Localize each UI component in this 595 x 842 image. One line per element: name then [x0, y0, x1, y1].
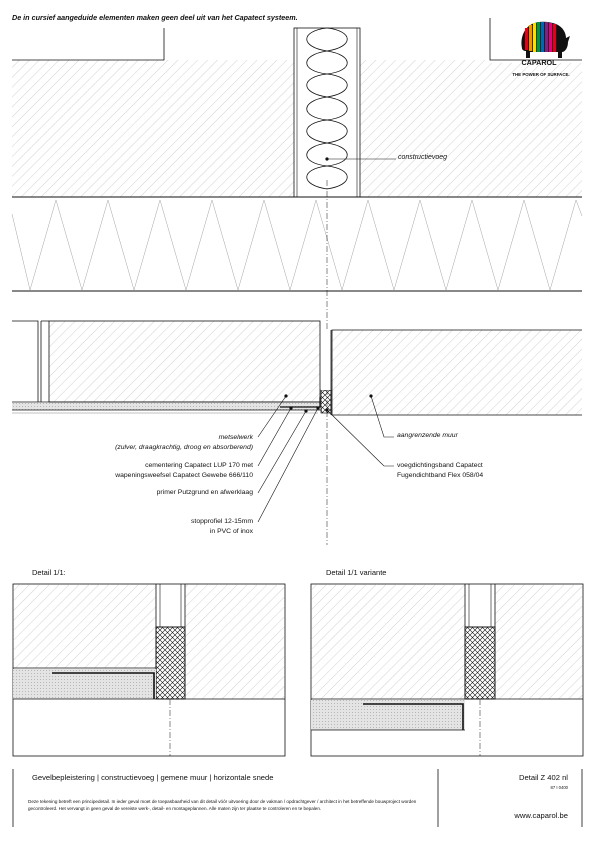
leader-lines: [257, 157, 396, 523]
footer-disclaimer: Deze tekening betreft een principedetail…: [28, 799, 417, 812]
upper-wall-section: [11, 18, 583, 292]
label-metselwerk-sub: (zulver, draagkrachtig, droog en absorbe…: [115, 444, 253, 451]
label-voegband: voegdichtingsband Capatect: [397, 462, 483, 469]
brand-name: CAPAROL: [521, 58, 557, 67]
footer-detail-id: Detail Z 402 nl: [519, 773, 568, 782]
detail-a: [12, 583, 286, 757]
label-constructievoeg: constructievoeg: [398, 154, 448, 161]
label-stopprofiel: stopprofiel 12-15mm: [191, 518, 253, 525]
label-cementering: cementering Capatect LUP 170 met: [145, 462, 253, 469]
zigzag-fill: [11, 199, 583, 291]
detail-a-title: Detail 1/1:: [32, 568, 66, 577]
top-note: De in cursief aangeduide elementen maken…: [12, 13, 298, 22]
footer-title: Gevelbepleistering | constructievoeg | g…: [32, 773, 274, 782]
footer-code: 87 I 0400: [550, 785, 568, 790]
label-voegband-product: Fugendichtband Flex 058/04: [397, 472, 484, 479]
insulation-waves: [306, 27, 348, 190]
label-metselwerk: metselwerk: [218, 434, 253, 441]
brand-tagline: THE POWER OF SURFACE.: [512, 72, 570, 77]
footer-frame: [12, 769, 583, 827]
detail-b: [310, 583, 584, 757]
label-aangrenzende-muur: aangrenzende muur: [397, 432, 458, 439]
main-section: [12, 320, 582, 416]
label-primer: primer Putzgrund en afwerklaag: [156, 489, 253, 496]
color-stripes: [525, 22, 557, 52]
footer-url-link[interactable]: www.caparol.be: [514, 811, 568, 820]
caparol-logo: [508, 18, 572, 80]
label-stopprofiel-material: in PVC of inox: [209, 528, 253, 535]
label-wapening: wapeningsweefsel Capatect Gewebe 666/110: [115, 472, 253, 479]
detail-b-title: Detail 1/1 variante: [326, 568, 387, 577]
